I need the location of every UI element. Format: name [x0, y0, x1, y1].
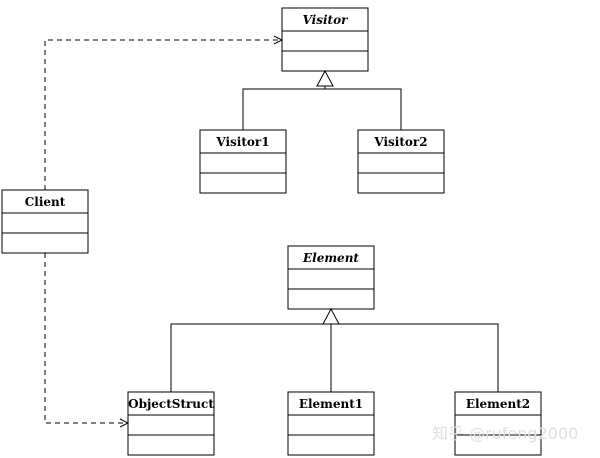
class-visitor1[interactable]: Visitor1	[199, 129, 287, 194]
class-element2-name: Element2	[466, 397, 530, 411]
generalization-line-visitor2	[325, 88, 402, 130]
class-client[interactable]: Client	[1, 189, 89, 254]
dependency-client-visitor	[44, 40, 282, 190]
class-element2[interactable]: Element2	[454, 391, 542, 456]
generalization-visitors	[242, 69, 402, 130]
class-element1[interactable]: Element1	[287, 391, 375, 456]
class-client-name: Client	[25, 195, 66, 209]
generalization-elements	[170, 307, 499, 392]
inheritance-triangle-element	[322, 307, 340, 325]
class-visitor2-name: Visitor2	[373, 135, 427, 149]
class-object-struct[interactable]: ObjectStruct	[127, 391, 215, 456]
generalization-line-object-struct	[170, 323, 499, 392]
class-element1-name: Element1	[299, 397, 363, 411]
class-element-name: Element	[302, 251, 359, 265]
class-visitor[interactable]: Visitor	[281, 7, 369, 72]
class-object-struct-name: ObjectStruct	[128, 397, 214, 411]
class-visitor1-name: Visitor1	[215, 135, 269, 149]
class-element[interactable]: Element	[287, 245, 375, 310]
inheritance-triangle-visitor	[316, 69, 334, 87]
class-visitor2[interactable]: Visitor2	[357, 129, 445, 194]
generalization-line-visitor1	[242, 88, 325, 130]
class-visitor-name: Visitor	[303, 13, 350, 27]
watermark-text: 知乎 @rufeng2000	[432, 424, 579, 443]
dependency-client-object-struct	[44, 253, 128, 423]
